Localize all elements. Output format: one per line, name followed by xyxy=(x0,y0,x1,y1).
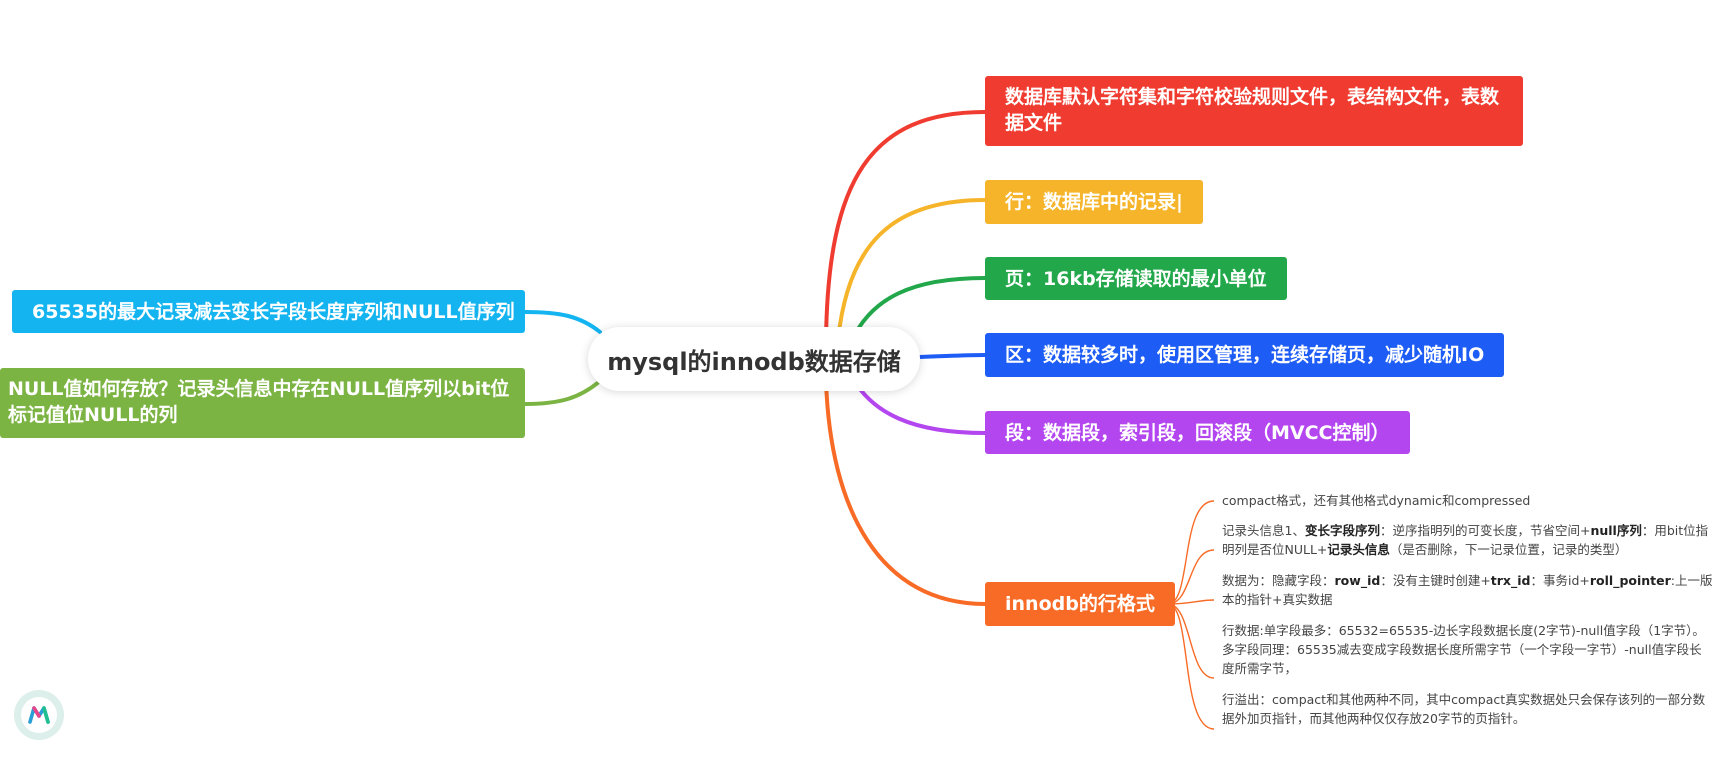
logo-m-icon xyxy=(28,706,50,724)
row-format-leaf-edges xyxy=(1167,500,1215,730)
node-page[interactable]: 页：16kb存储读取的最小单位 xyxy=(985,257,1287,300)
node-row[interactable]: 行：数据库中的记录| xyxy=(985,180,1203,224)
node-storage-files[interactable]: 数据库默认字符集和字符校验规则文件，表结构文件，表数据文件 xyxy=(985,76,1523,146)
edge-page xyxy=(850,276,987,342)
app-logo-inner xyxy=(21,697,57,733)
app-logo[interactable] xyxy=(14,690,64,740)
leaf-record-header[interactable]: 记录头信息1、变长字段序列：逆序指明列的可变长度，节省空间+null序列：用bi… xyxy=(1222,523,1709,557)
edge-row xyxy=(836,198,987,342)
edge-row-format xyxy=(824,378,987,606)
edge-null-storage xyxy=(523,379,602,406)
edge-storage-files xyxy=(824,110,987,342)
edge-extent xyxy=(918,353,987,359)
leaf-edge-2 xyxy=(1167,549,1215,605)
node-segment[interactable]: 段：数据段，索引段，回滚段（MVCC控制） xyxy=(985,411,1410,454)
leaf-edge-1 xyxy=(1167,500,1215,605)
leaf-row-overflow[interactable]: 行溢出：compact和其他两种不同，其中compact真实数据处只会保存该列的… xyxy=(1222,692,1706,726)
node-row-format[interactable]: innodb的行格式 xyxy=(985,582,1175,626)
leaf-edge-4 xyxy=(1167,603,1215,679)
node-max-record[interactable]: 65535的最大记录减去变长字段长度序列和NULL值序列 xyxy=(12,290,525,333)
node-null-storage[interactable]: NULL值如何存放？记录头信息中存在NULL值序列以bit位标记值位NULL的列 xyxy=(0,368,525,438)
node-extent[interactable]: 区：数据较多时，使用区管理，连续存储页，减少随机IO xyxy=(985,333,1505,377)
edge-max-record xyxy=(523,310,602,334)
root-node[interactable]: mysql的innodb数据存储 xyxy=(588,327,920,391)
leaf-compact-formats[interactable]: compact格式，还有其他格式dynamic和compressed xyxy=(1222,493,1531,508)
leaf-data-fields[interactable]: 数据为：隐藏字段：row_id：没有主键时创建+trx_id：事务id+roll… xyxy=(1222,573,1713,607)
leaf-edge-5 xyxy=(1167,603,1215,730)
leaf-row-data[interactable]: 行数据:单字段最多：65532=65535-边长字段数据长度(2字节)-null… xyxy=(1222,623,1705,676)
